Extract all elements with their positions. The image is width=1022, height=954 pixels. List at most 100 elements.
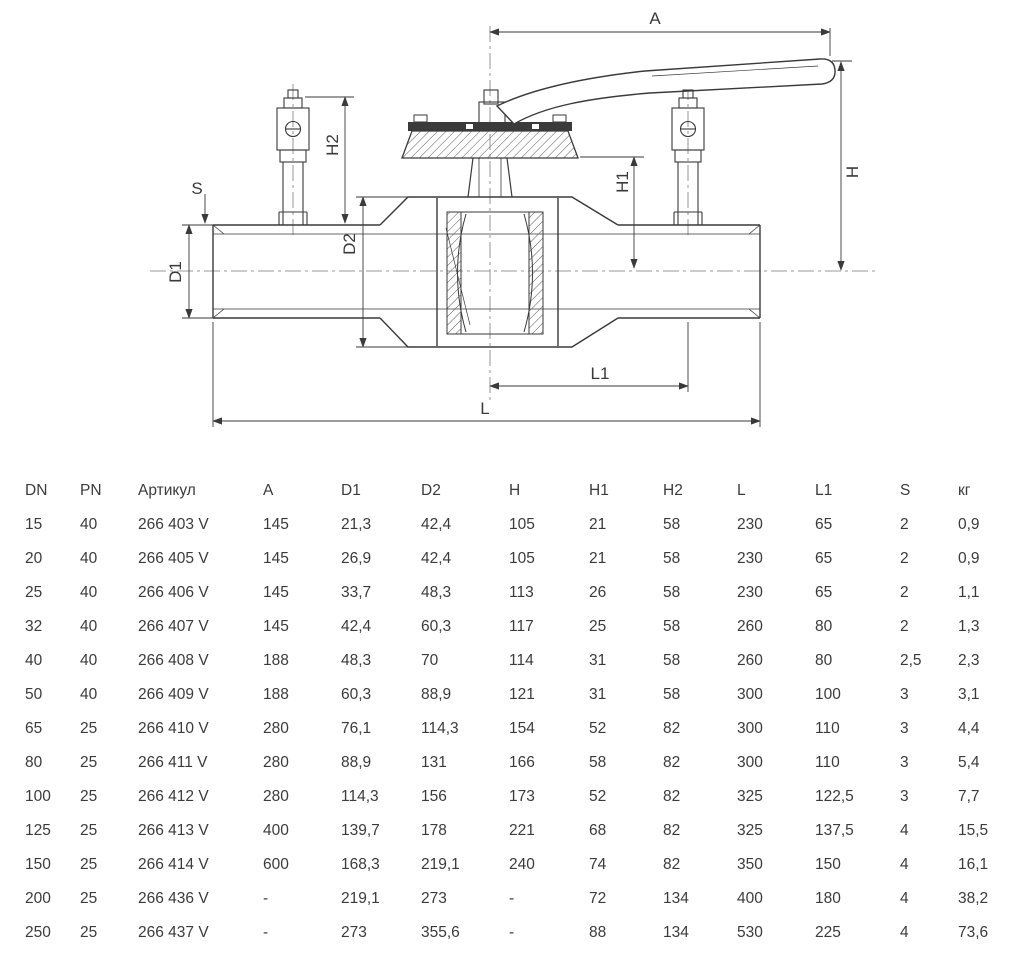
table-cell: 173 [509, 788, 535, 805]
table-cell: 280 [263, 720, 289, 737]
table-cell: 15 [25, 516, 43, 533]
table-cell: 100 [25, 788, 51, 805]
table-cell: 4 [900, 924, 909, 941]
table-cell: 122,5 [815, 788, 854, 805]
table-cell: 150 [25, 856, 51, 873]
stem-assembly [401, 89, 579, 198]
table-cell: 3 [900, 788, 909, 805]
column-header-s: S [900, 482, 911, 499]
table-cell: 58 [663, 584, 681, 601]
table-cell: 250 [25, 924, 51, 941]
table-cell: 74 [589, 856, 607, 873]
table-cell: 50 [25, 686, 43, 703]
table-cell: 266 409 V [138, 686, 209, 703]
column-header-dn: DN [25, 482, 48, 499]
table-cell: 266 414 V [138, 856, 209, 873]
column-header-h: H [509, 482, 521, 499]
table-cell: 25 [80, 720, 98, 737]
table-cell: 280 [263, 754, 289, 771]
table-cell: - [509, 890, 515, 907]
table-cell: 110 [815, 720, 840, 737]
table-cell: 100 [815, 686, 841, 703]
table-cell: 16,1 [958, 856, 989, 873]
table-cell: 68 [589, 822, 607, 839]
table-cell: 25 [589, 618, 607, 635]
table-cell: 4 [900, 856, 909, 873]
table-cell: 65 [815, 516, 833, 533]
table-cell: 3,1 [958, 686, 980, 703]
table-cell: 88 [589, 924, 607, 941]
table-cell: 21 [589, 550, 607, 567]
table-cell: 145 [263, 550, 289, 567]
table-cell: 21,3 [341, 516, 372, 533]
table-cell: 266 437 V [138, 924, 209, 941]
table-cell: 25 [80, 754, 98, 771]
table-cell: 131 [421, 754, 447, 771]
table-cell: 31 [589, 686, 607, 703]
table-cell: 266 406 V [138, 584, 209, 601]
table-cell: 113 [509, 584, 534, 601]
table-cell: 266 412 V [138, 788, 209, 805]
table-cell: 73,6 [958, 924, 989, 941]
table-cell: 225 [815, 924, 841, 941]
table-cell: 25 [25, 584, 43, 601]
table-cell: 355,6 [421, 924, 460, 941]
ball-and-seats [445, 211, 544, 335]
dim-label-h2: H2 [323, 134, 342, 156]
table-cell: 58 [663, 686, 681, 703]
dimension-labels: A H H1 H2 S D1 D2 L1 L [166, 9, 862, 418]
dim-label-a: A [649, 9, 661, 28]
table-cell: 105 [509, 516, 535, 533]
table-cell: 7,7 [958, 788, 980, 805]
table-cell: 300 [737, 686, 763, 703]
dim-label-l: L [480, 399, 489, 418]
table-cell: 400 [737, 890, 763, 907]
table-cell: 145 [263, 516, 289, 533]
table-cell: 40 [25, 652, 43, 669]
dimension-lines [182, 28, 852, 427]
table-cell: 400 [263, 822, 289, 839]
table-cell: 25 [80, 822, 98, 839]
table-cell: 4,4 [958, 720, 980, 737]
table-cell: 65 [25, 720, 43, 737]
table-cell: 58 [663, 618, 681, 635]
table-cell: 266 436 V [138, 890, 209, 907]
table-cell: 2 [900, 516, 909, 533]
column-header-h2: H2 [663, 482, 683, 499]
table-cell: 145 [263, 618, 289, 635]
drain-valve-right [671, 89, 705, 225]
column-header-a: A [263, 482, 274, 499]
table-cell: 105 [509, 550, 535, 567]
table-cell: 230 [737, 550, 763, 567]
table-cell: 125 [25, 822, 51, 839]
table-cell: 48,3 [421, 584, 452, 601]
table-cell: 65 [815, 584, 833, 601]
table-cell: 273 [341, 924, 367, 941]
table-cell: 52 [589, 720, 607, 737]
table-cell: 80 [815, 652, 833, 669]
table-cell: 188 [263, 686, 289, 703]
table-cell: 42,4 [421, 516, 452, 533]
table-cell: 530 [737, 924, 763, 941]
column-header-d2: D2 [421, 482, 441, 499]
table-cell: 58 [589, 754, 607, 771]
table-cell: 60,3 [421, 618, 452, 635]
dim-label-s: S [191, 179, 202, 198]
table-cell: 188 [263, 652, 289, 669]
table-cell: 266 403 V [138, 516, 209, 533]
table-cell: 4 [900, 822, 909, 839]
table-cell: 26 [589, 584, 607, 601]
table-cell: 600 [263, 856, 289, 873]
table-cell: 20 [25, 550, 43, 567]
column-header-article: Артикул [138, 482, 196, 499]
table-cell: 5,4 [958, 754, 980, 771]
table-cell: 145 [263, 584, 289, 601]
table-cell: - [263, 890, 269, 907]
table-cell: 32 [25, 618, 43, 635]
table-cell: 2 [900, 584, 909, 601]
table-cell: 40 [80, 550, 98, 567]
table-cell: 88,9 [341, 754, 372, 771]
table-cell: 2 [900, 550, 909, 567]
table-cell: 2,3 [958, 652, 980, 669]
